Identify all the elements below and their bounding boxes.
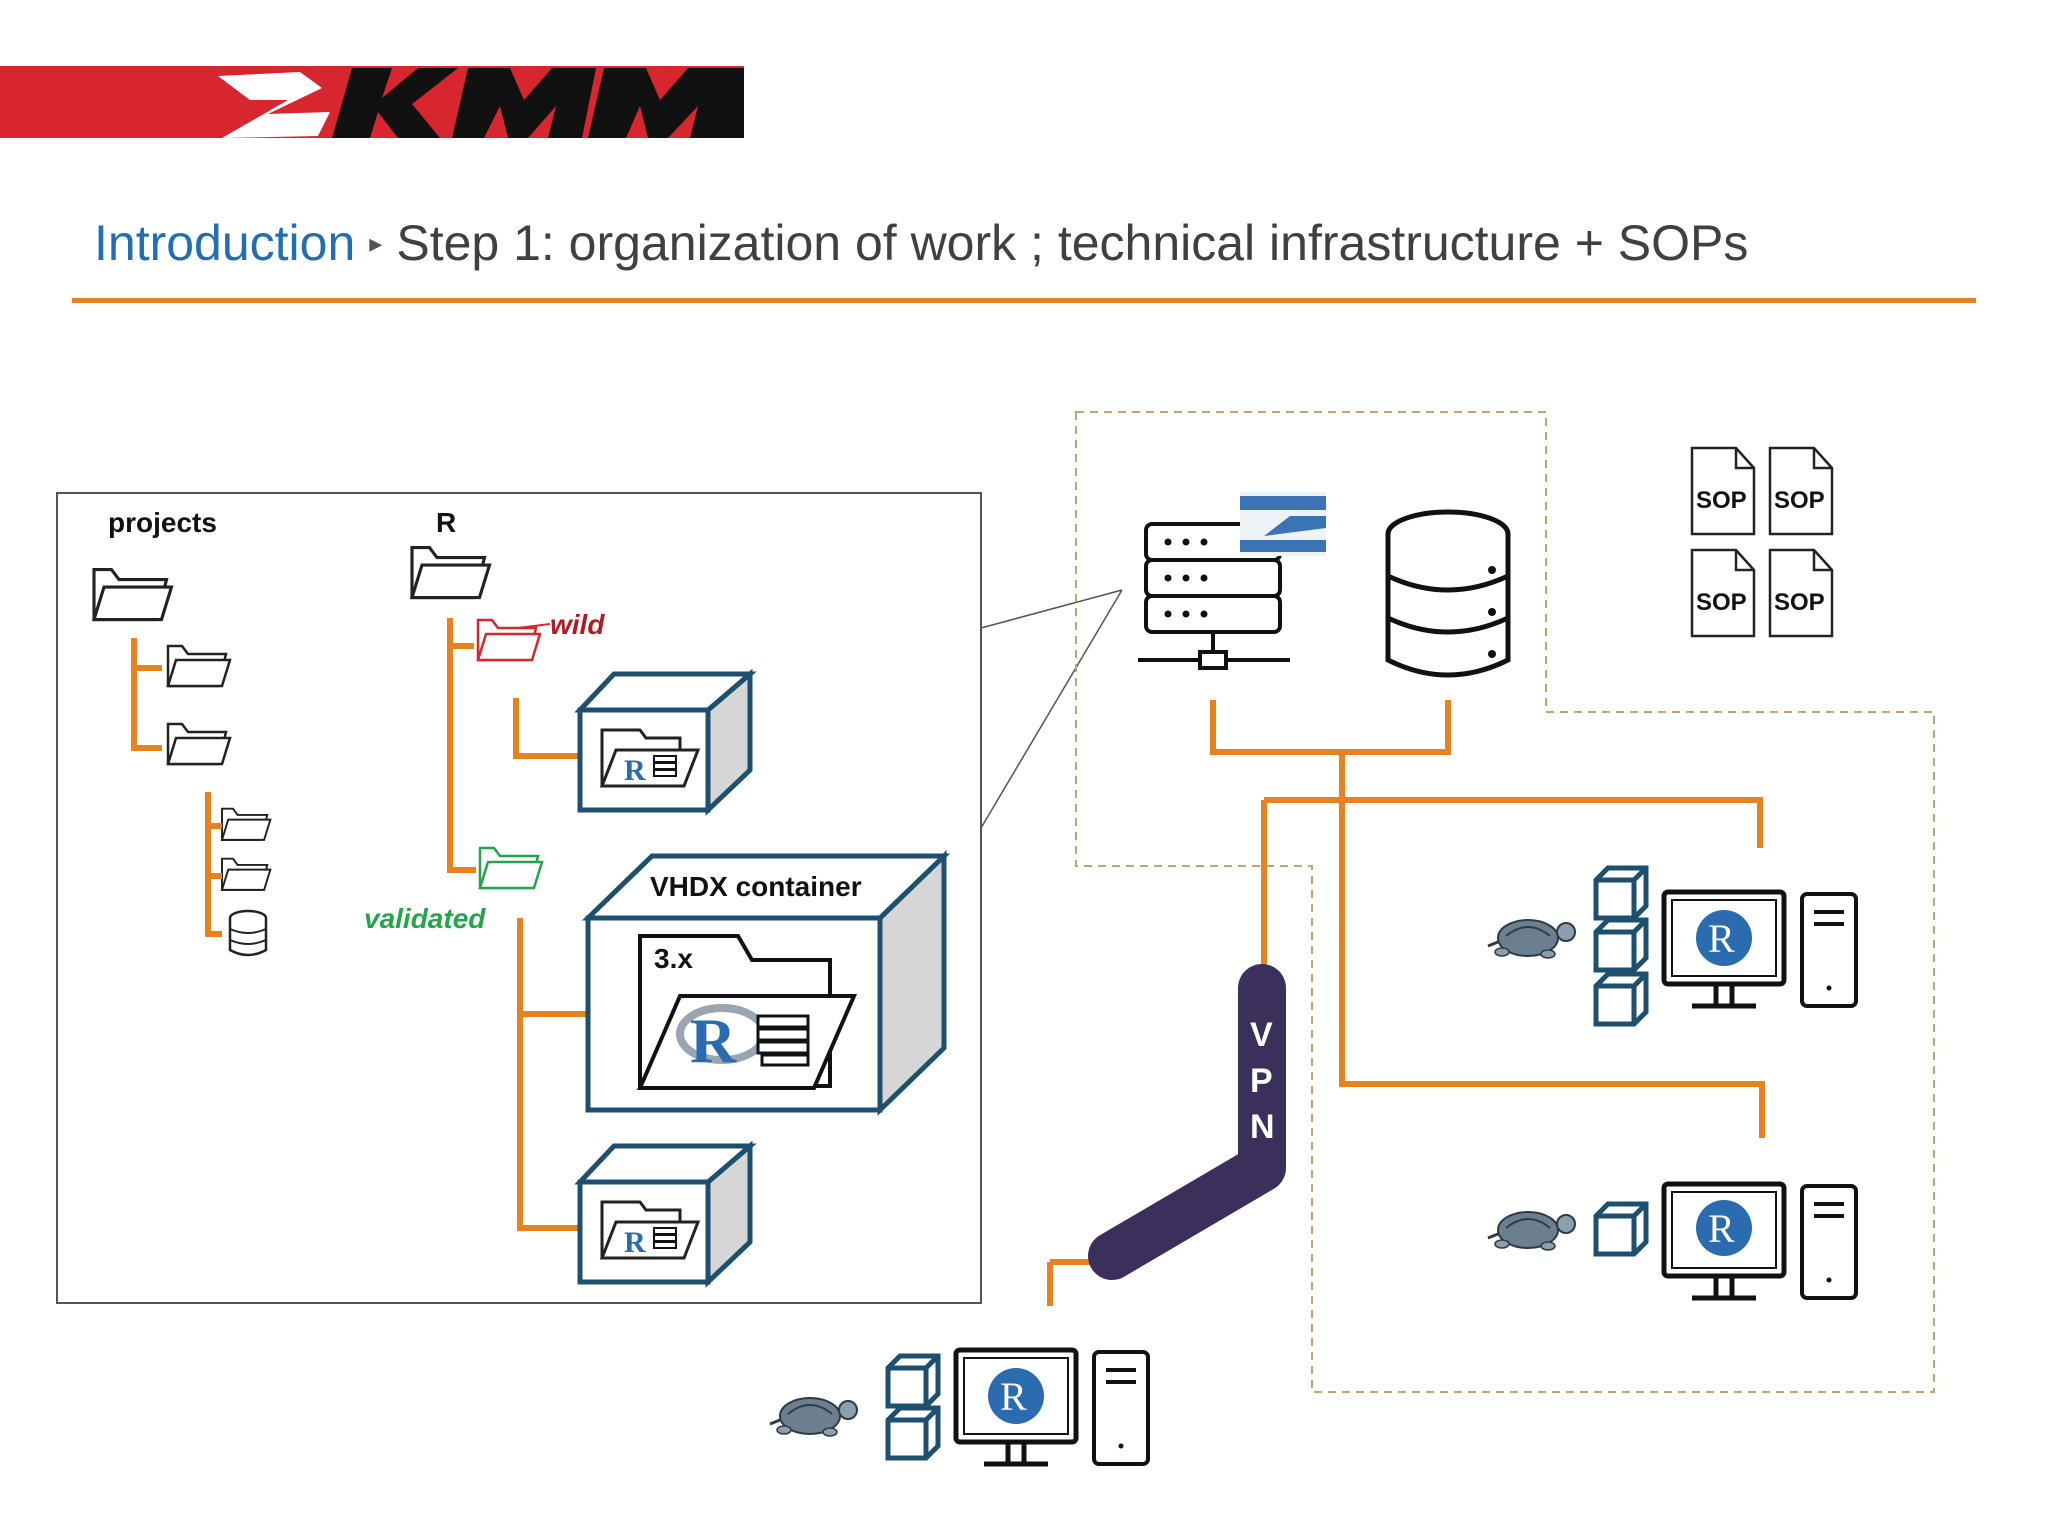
database-server-icon [1385,509,1511,678]
r-logo-icon [1696,1200,1752,1256]
r-logo-icon: R [690,1005,737,1076]
workstation-1: R [1486,868,1858,1024]
sop-document-icon: SOP [1690,446,1756,536]
page-title: Step 1: organization of work ; technical… [396,215,1749,271]
vhdx-container: VHDX container 3.x R [581,850,951,1116]
wild-label: wild [550,609,605,640]
svg-text:SOP: SOP [1696,589,1747,616]
vhdx-container-title: VHDX container [650,871,862,902]
workstation-2: R [1486,1184,1858,1300]
pc-tower-icon [1800,1184,1858,1300]
cube-icon [888,1356,938,1406]
r-container-validated: R [580,1146,750,1282]
r-tree-lines [447,618,588,1231]
r-label: R [436,507,456,538]
zoom-connector [980,589,1123,829]
network-lines [1047,700,1765,1306]
svg-text:R: R [1708,1206,1735,1251]
r-container-wild: R [580,674,750,810]
books-icon [653,755,677,777]
r-logo-icon: R [624,1226,646,1259]
svg-text:R: R [1000,1374,1027,1419]
turtle-icon [1486,1210,1577,1252]
wild-folder-icon [476,618,551,662]
breadcrumb-separator-icon: ▸ [369,228,383,258]
cube-icon [888,1408,938,1458]
validated-folder-icon [478,846,544,890]
svg-text:SOP: SOP [1774,487,1825,514]
database-icon [228,909,268,957]
r-logo-icon [1696,910,1752,966]
r-logo-icon: R [624,754,646,787]
svg-text:R: R [1708,916,1735,961]
r-version-label: 3.x [654,943,693,974]
cube-icon [1596,920,1646,970]
cube-icon [1596,868,1646,918]
books-icon [756,1014,810,1067]
turtle-icon [768,1396,859,1438]
svg-text:SOP: SOP [1774,589,1825,616]
cube-icon [1596,974,1646,1024]
r-logo-icon [988,1368,1044,1424]
company-logo-icon [1240,492,1326,556]
sop-document-icon: SOP [1690,548,1756,638]
sop-document-icon: SOP [1768,446,1834,536]
validated-label: validated [364,903,486,934]
network-zone-boundary [1075,411,1935,1393]
slide-title: Introduction ▸ Step 1: organization of wor… [94,214,1748,272]
vpn-letter-p: P [1250,1062,1273,1100]
svg-text:SOP: SOP [1696,487,1747,514]
pc-tower-icon [1092,1350,1150,1466]
title-underline [72,298,1976,303]
pc-tower-icon [1800,892,1858,1008]
vpn-letter-v: V [1250,1016,1273,1054]
vpn-letter-n: N [1250,1108,1275,1146]
logo-2kmm [0,66,744,138]
cube-icon [1596,1204,1646,1254]
projects-label: projects [108,507,217,538]
remote-workstation: R [768,1350,1150,1466]
projects-tree-lines [131,638,222,937]
sop-document-icon: SOP [1768,548,1834,638]
books-icon [653,1227,677,1249]
turtle-icon [1486,918,1577,960]
vpn-tunnel: V P N [1088,964,1286,1280]
breadcrumb-introduction: Introduction [94,215,356,271]
